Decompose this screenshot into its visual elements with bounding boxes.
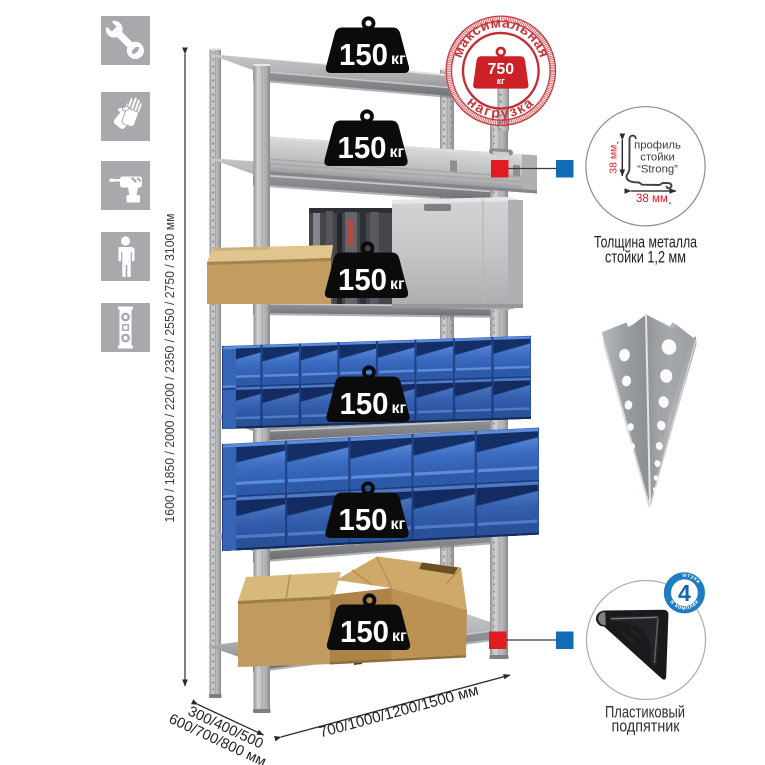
- svg-text:кг: кг: [392, 400, 407, 417]
- svg-text:кг: кг: [497, 76, 505, 86]
- svg-text:“Strong”: “Strong”: [637, 163, 678, 175]
- svg-text:150: 150: [340, 386, 389, 421]
- svg-text:750: 750: [488, 61, 515, 78]
- svg-text:профиль: профиль: [634, 139, 681, 151]
- svg-text:700/1000/1200/1500 мм: 700/1000/1200/1500 мм: [317, 682, 480, 742]
- svg-text:стойки: стойки: [640, 151, 675, 163]
- svg-text:38 мм.: 38 мм.: [606, 141, 622, 174]
- svg-text:150: 150: [339, 37, 388, 72]
- svg-text:кг: кг: [390, 276, 405, 293]
- svg-text:150: 150: [338, 130, 387, 165]
- svg-text:1600 / 1850 / 2000 / 2200 / 23: 1600 / 1850 / 2000 / 2200 / 2350 / 2550 …: [162, 213, 177, 522]
- svg-text:150: 150: [338, 262, 387, 297]
- svg-text:кг: кг: [392, 628, 407, 645]
- svg-text:38 мм.: 38 мм.: [636, 191, 672, 208]
- svg-text:Пластиковый: Пластиковый: [605, 704, 685, 722]
- svg-text:150: 150: [340, 614, 389, 649]
- svg-text:кг: кг: [391, 51, 406, 68]
- svg-text:подпятник: подпятник: [612, 718, 681, 736]
- svg-text:стойки 1,2 мм: стойки 1,2 мм: [605, 249, 686, 267]
- svg-text:150: 150: [339, 502, 388, 537]
- svg-text:кг: кг: [391, 516, 406, 533]
- svg-text:кг: кг: [390, 144, 405, 161]
- svg-text:4: 4: [678, 580, 691, 606]
- svg-text:Толщина металла: Толщина металла: [594, 234, 698, 252]
